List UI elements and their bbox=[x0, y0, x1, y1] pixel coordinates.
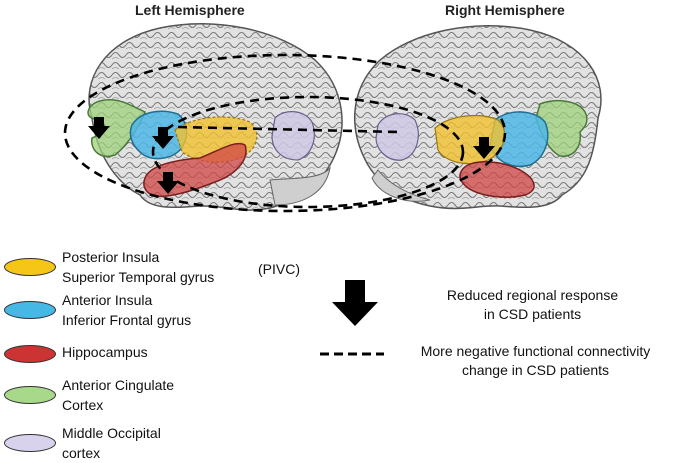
left-brain-cerebellum bbox=[269, 166, 331, 206]
brain-diagram bbox=[63, 22, 602, 213]
legend-label-anterior-insula: Anterior Insula bbox=[62, 292, 153, 308]
green-ellipse-swatch-icon bbox=[4, 386, 56, 404]
key-arrow-text: Reduced regional response in CSD patient… bbox=[405, 286, 660, 324]
pivc-label: (PIVC) bbox=[258, 261, 300, 277]
legend-label-posterior-insula: Posterior Insula bbox=[62, 249, 160, 265]
right-hemisphere-title: Right Hemisphere bbox=[445, 2, 565, 18]
down-arrow-icon-left-hippocampus bbox=[157, 172, 179, 194]
key-dashed-line-icon bbox=[320, 352, 384, 356]
down-arrow-icon-right-posterior-insula bbox=[473, 137, 495, 159]
right-middle-occipital-region bbox=[375, 113, 419, 161]
down-arrow-icon-left-anterior-cingulate bbox=[88, 117, 110, 139]
lavender-ellipse-swatch-icon bbox=[4, 434, 56, 452]
red-ellipse-swatch-icon bbox=[4, 345, 56, 363]
down-arrow-icon-left-anterior-insula bbox=[152, 127, 174, 149]
key-dash-text: More negative functional connectivity ch… bbox=[398, 342, 673, 380]
connectivity-ellipse-anterior-cingulate bbox=[63, 53, 507, 213]
left-middle-occipital-region bbox=[271, 111, 315, 161]
legend-label-anterior-cingulate: Anterior Cingulate bbox=[62, 377, 175, 393]
legend-label-occipital-cortex: cortex bbox=[62, 445, 101, 461]
connectivity-ellipse-insula-hippocampus bbox=[151, 95, 465, 209]
key-down-arrow-icon bbox=[332, 280, 378, 326]
key-arrow-line2: in CSD patients bbox=[483, 306, 582, 322]
key-dash-line1: More negative functional connectivity bbox=[420, 343, 651, 359]
key-dash-line2: change in CSD patients bbox=[461, 362, 610, 378]
legend-label-hippocampus: Hippocampus bbox=[62, 344, 148, 360]
yellow-ellipse-swatch-icon bbox=[4, 258, 56, 276]
connectivity-line-insula-occipital bbox=[177, 125, 399, 134]
legend-label-superior-temporal-gyrus: Superior Temporal gyrus bbox=[62, 269, 215, 285]
blue-ellipse-swatch-icon bbox=[4, 301, 56, 319]
right-anterior-cingulate-region bbox=[535, 99, 588, 157]
key-arrow-line1: Reduced regional response bbox=[446, 287, 619, 303]
left-hemisphere-title: Left Hemisphere bbox=[135, 2, 245, 18]
legend-label-cortex: Cortex bbox=[62, 397, 104, 413]
legend-label-middle-occipital: Middle Occipital bbox=[62, 425, 161, 441]
right-posterior-insula-region bbox=[434, 115, 506, 165]
legend-label-inferior-frontal-gyrus: Inferior Frontal gyrus bbox=[62, 312, 192, 328]
